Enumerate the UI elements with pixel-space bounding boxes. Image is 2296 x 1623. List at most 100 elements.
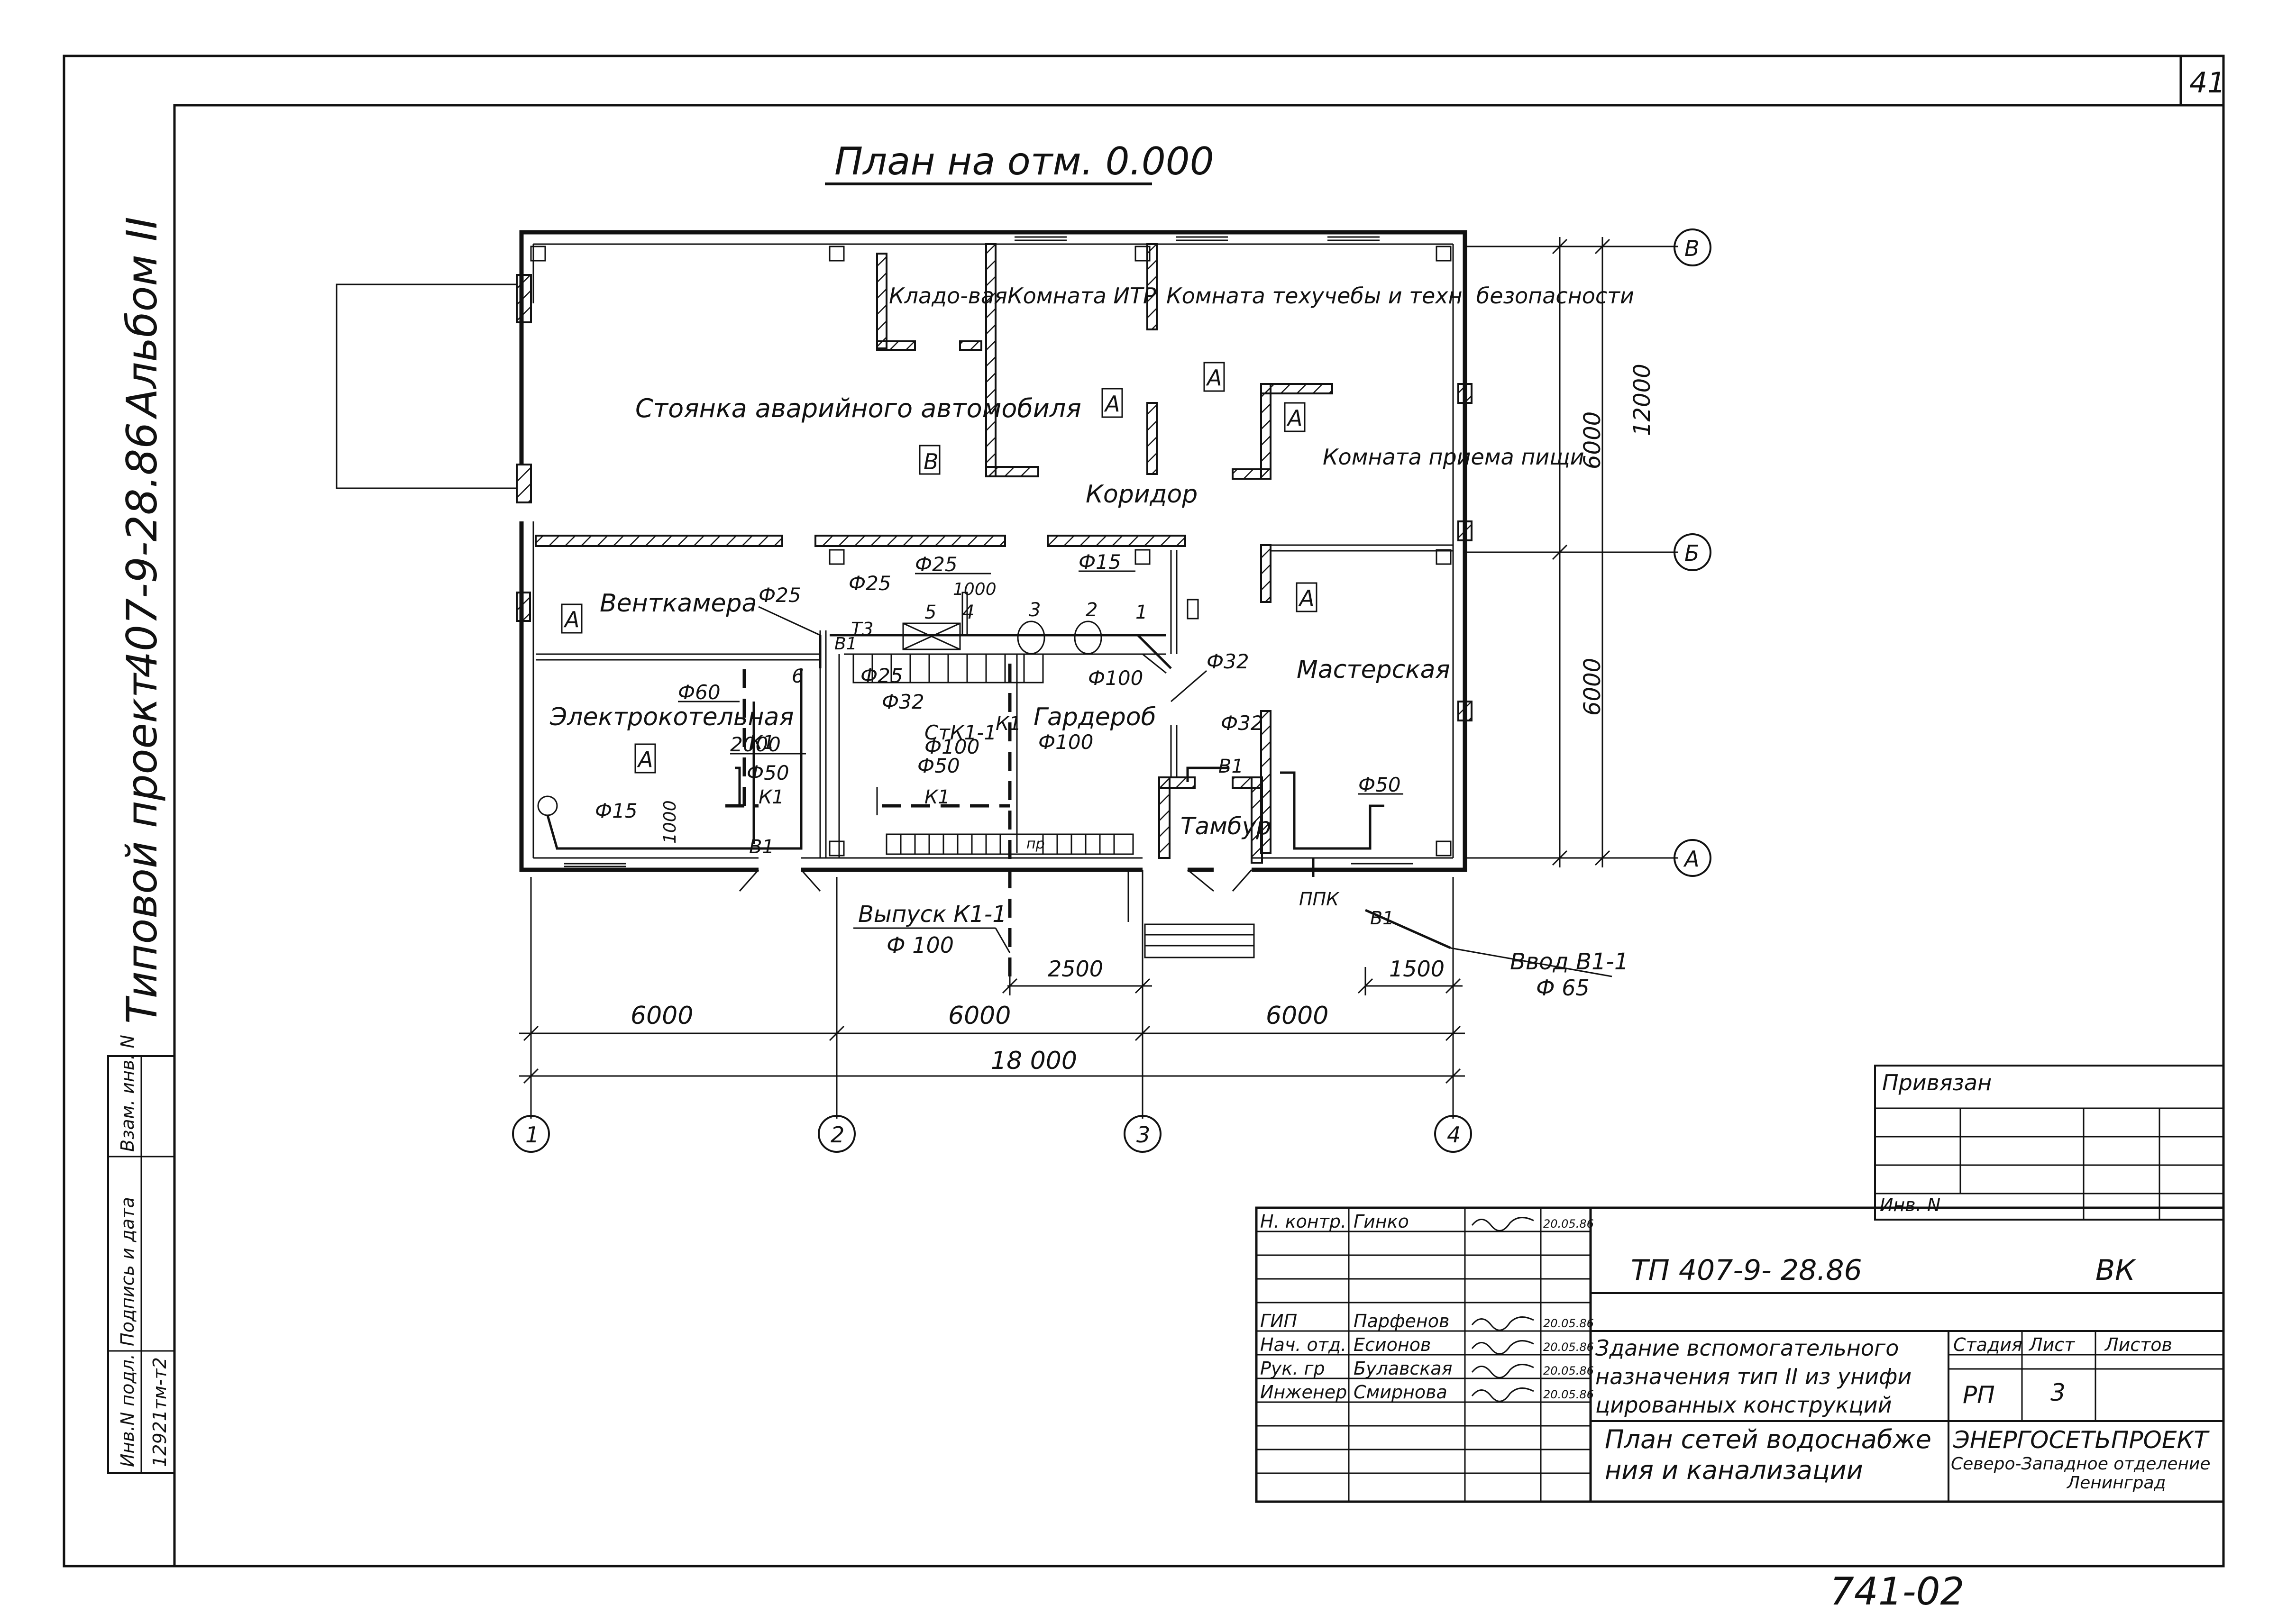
pipe-labels: Ф25 Ф25 Ф25 Ф25 Ф15 Ф15 Ф32 Ф32 Ф32 Ф50 … [595, 550, 1401, 929]
side-project-code: 407-9-28.86 [118, 422, 166, 678]
svg-text:ЭНЕРГОСЕТЬПРОЕКТ: ЭНЕРГОСЕТЬПРОЕКТ [1953, 1426, 2210, 1454]
svg-text:В1: В1 [1370, 908, 1394, 929]
svg-text:А: А [637, 747, 653, 772]
svg-text:РП: РП [1963, 1381, 1995, 1409]
water-pipes [546, 634, 1452, 949]
svg-text:Ф 100: Ф 100 [887, 932, 954, 958]
svg-text:ВК: ВК [2095, 1254, 2136, 1287]
category-marks: В А А А А А А [561, 362, 1317, 774]
svg-text:Есионов: Есионов [1354, 1334, 1431, 1355]
svg-text:А: А [563, 607, 579, 632]
svg-text:3: 3 [1136, 1122, 1150, 1148]
svg-text:К1: К1 [759, 786, 784, 808]
svg-text:ТП 407-9- 28.86: ТП 407-9- 28.86 [1631, 1254, 1862, 1287]
svg-text:Инженер: Инженер [1260, 1382, 1347, 1403]
svg-text:Подпись и дата: Подпись и дата [117, 1197, 138, 1346]
sheet-frame [63, 55, 2225, 1568]
svg-text:Ф 65: Ф 65 [1536, 975, 1590, 1001]
svg-text:назначения тип II из унифи: назначения тип II из унифи [1595, 1364, 1912, 1389]
svg-text:А: А [1104, 391, 1120, 417]
side-project-label: Типовой проект [118, 672, 166, 1024]
svg-text:Ф50: Ф50 [747, 761, 789, 784]
svg-text:В1: В1 [834, 634, 857, 654]
vertical-dimensions: 12000 6000 6000 [1465, 237, 1678, 867]
svg-text:А: А [1683, 846, 1699, 872]
svg-text:Гинко: Гинко [1354, 1211, 1409, 1232]
svg-text:План сетей водоснабже: План сетей водоснабже [1605, 1424, 1931, 1454]
svg-text:Ф15: Ф15 [595, 799, 638, 822]
svg-text:Инв. N: Инв. N [1880, 1194, 1940, 1215]
svg-text:Взам. инв. N: Взам. инв. N [117, 1035, 138, 1152]
grid-axes: В Б А 1 2 3 4 [512, 228, 1711, 1153]
room-boiler: Электрокотельная [549, 703, 794, 731]
svg-text:Ф100: Ф100 [924, 735, 979, 758]
svg-text:В: В [924, 449, 939, 474]
svg-text:2000: 2000 [730, 733, 781, 756]
svg-text:Инв.N подл.: Инв.N подл. [117, 1354, 138, 1467]
svg-text:СтК1-1: СтК1-1 [924, 721, 997, 744]
svg-text:цированных конструкций: цированных конструкций [1595, 1392, 1892, 1418]
svg-text:Ф15: Ф15 [1079, 550, 1121, 574]
svg-text:6000: 6000 [1266, 1002, 1328, 1030]
drawing-title: План на отм. 0.000 [834, 139, 1214, 183]
svg-text:Северо-Западное отделение: Северо-Западное отделение [1951, 1454, 2211, 1474]
room-workshop: Мастерская [1297, 656, 1450, 684]
svg-text:А: А [1286, 405, 1302, 431]
svg-text:20.05.86: 20.05.86 [1543, 1340, 1594, 1354]
room-storage: Кладо-вая [889, 283, 1007, 309]
svg-text:В1: В1 [1218, 756, 1244, 777]
svg-text:18 000: 18 000 [991, 1047, 1077, 1075]
svg-text:5: 5 [924, 602, 936, 623]
svg-text:А: А [1298, 585, 1314, 611]
room-corridor: Коридор [1086, 480, 1198, 509]
room-vestibule: Тамбур [1180, 812, 1271, 840]
svg-text:Ф25: Ф25 [860, 664, 903, 687]
room-itr: Комната ИТР [1007, 283, 1156, 309]
svg-text:В1: В1 [749, 836, 774, 858]
svg-text:Н. контр.: Н. контр. [1260, 1211, 1346, 1232]
room-meal: Комната приема пищи [1323, 444, 1584, 470]
svg-text:3: 3 [1029, 599, 1041, 621]
svg-text:12000: 12000 [1629, 364, 1656, 436]
svg-text:6: 6 [792, 666, 804, 687]
sewer-pipes [725, 664, 1012, 981]
svg-text:20.05.86: 20.05.86 [1543, 1217, 1594, 1231]
sheet-number: 41 [2189, 66, 2225, 100]
outlet-sewer: Выпуск К1-1 Ф 100 [853, 901, 1011, 958]
svg-text:Ф25: Ф25 [849, 572, 891, 595]
svg-text:В: В [1684, 236, 1700, 261]
svg-text:Т3: Т3 [851, 619, 873, 639]
svg-text:20.05.86: 20.05.86 [1543, 1364, 1594, 1377]
room-labels: Стоянка аварийного автомобиля Кладо-вая … [549, 283, 1634, 840]
room-parking: Стоянка аварийного автомобиля [635, 393, 1081, 423]
floor-plan: В А А А А А А Стоянка аварийного автомоб… [336, 230, 1634, 981]
svg-text:Ленинград: Ленинград [2066, 1473, 2166, 1493]
svg-text:4: 4 [1447, 1122, 1461, 1148]
svg-text:Ф32: Ф32 [1221, 711, 1263, 735]
binding-table: Привязан Инв. N [1874, 1065, 2224, 1221]
svg-text:2: 2 [1086, 599, 1098, 621]
svg-text:2: 2 [831, 1122, 844, 1148]
svg-text:Парфенов: Парфенов [1354, 1311, 1449, 1331]
svg-text:Ф32: Ф32 [882, 690, 924, 713]
svg-text:Листов: Листов [2104, 1334, 2172, 1355]
room-vent: Венткамера [600, 589, 757, 618]
svg-text:Рук. гр: Рук. гр [1260, 1358, 1325, 1379]
svg-text:6000: 6000 [1579, 411, 1606, 469]
svg-text:1500: 1500 [1389, 956, 1445, 982]
room-tech: Комната техучебы и техн. безопасности [1166, 283, 1634, 309]
svg-text:6000: 6000 [948, 1002, 1011, 1030]
svg-text:12921тм-т2: 12921тм-т2 [149, 1357, 170, 1467]
svg-text:ния и канализации: ния и канализации [1605, 1455, 1863, 1485]
svg-text:ГИП: ГИП [1260, 1311, 1297, 1331]
svg-text:Лист: Лист [2028, 1334, 2076, 1355]
svg-text:2500: 2500 [1048, 956, 1103, 982]
svg-text:Ф50: Ф50 [917, 754, 960, 777]
archive-number: 741-02 [1830, 1569, 1964, 1614]
side-album: Альбом II [118, 217, 166, 419]
svg-text:3: 3 [2050, 1379, 2066, 1406]
svg-text:Привязан: Привязан [1882, 1070, 1992, 1095]
svg-text:6000: 6000 [631, 1002, 693, 1030]
svg-text:Ф32: Ф32 [1207, 650, 1249, 673]
svg-text:Ф25: Ф25 [915, 553, 958, 576]
